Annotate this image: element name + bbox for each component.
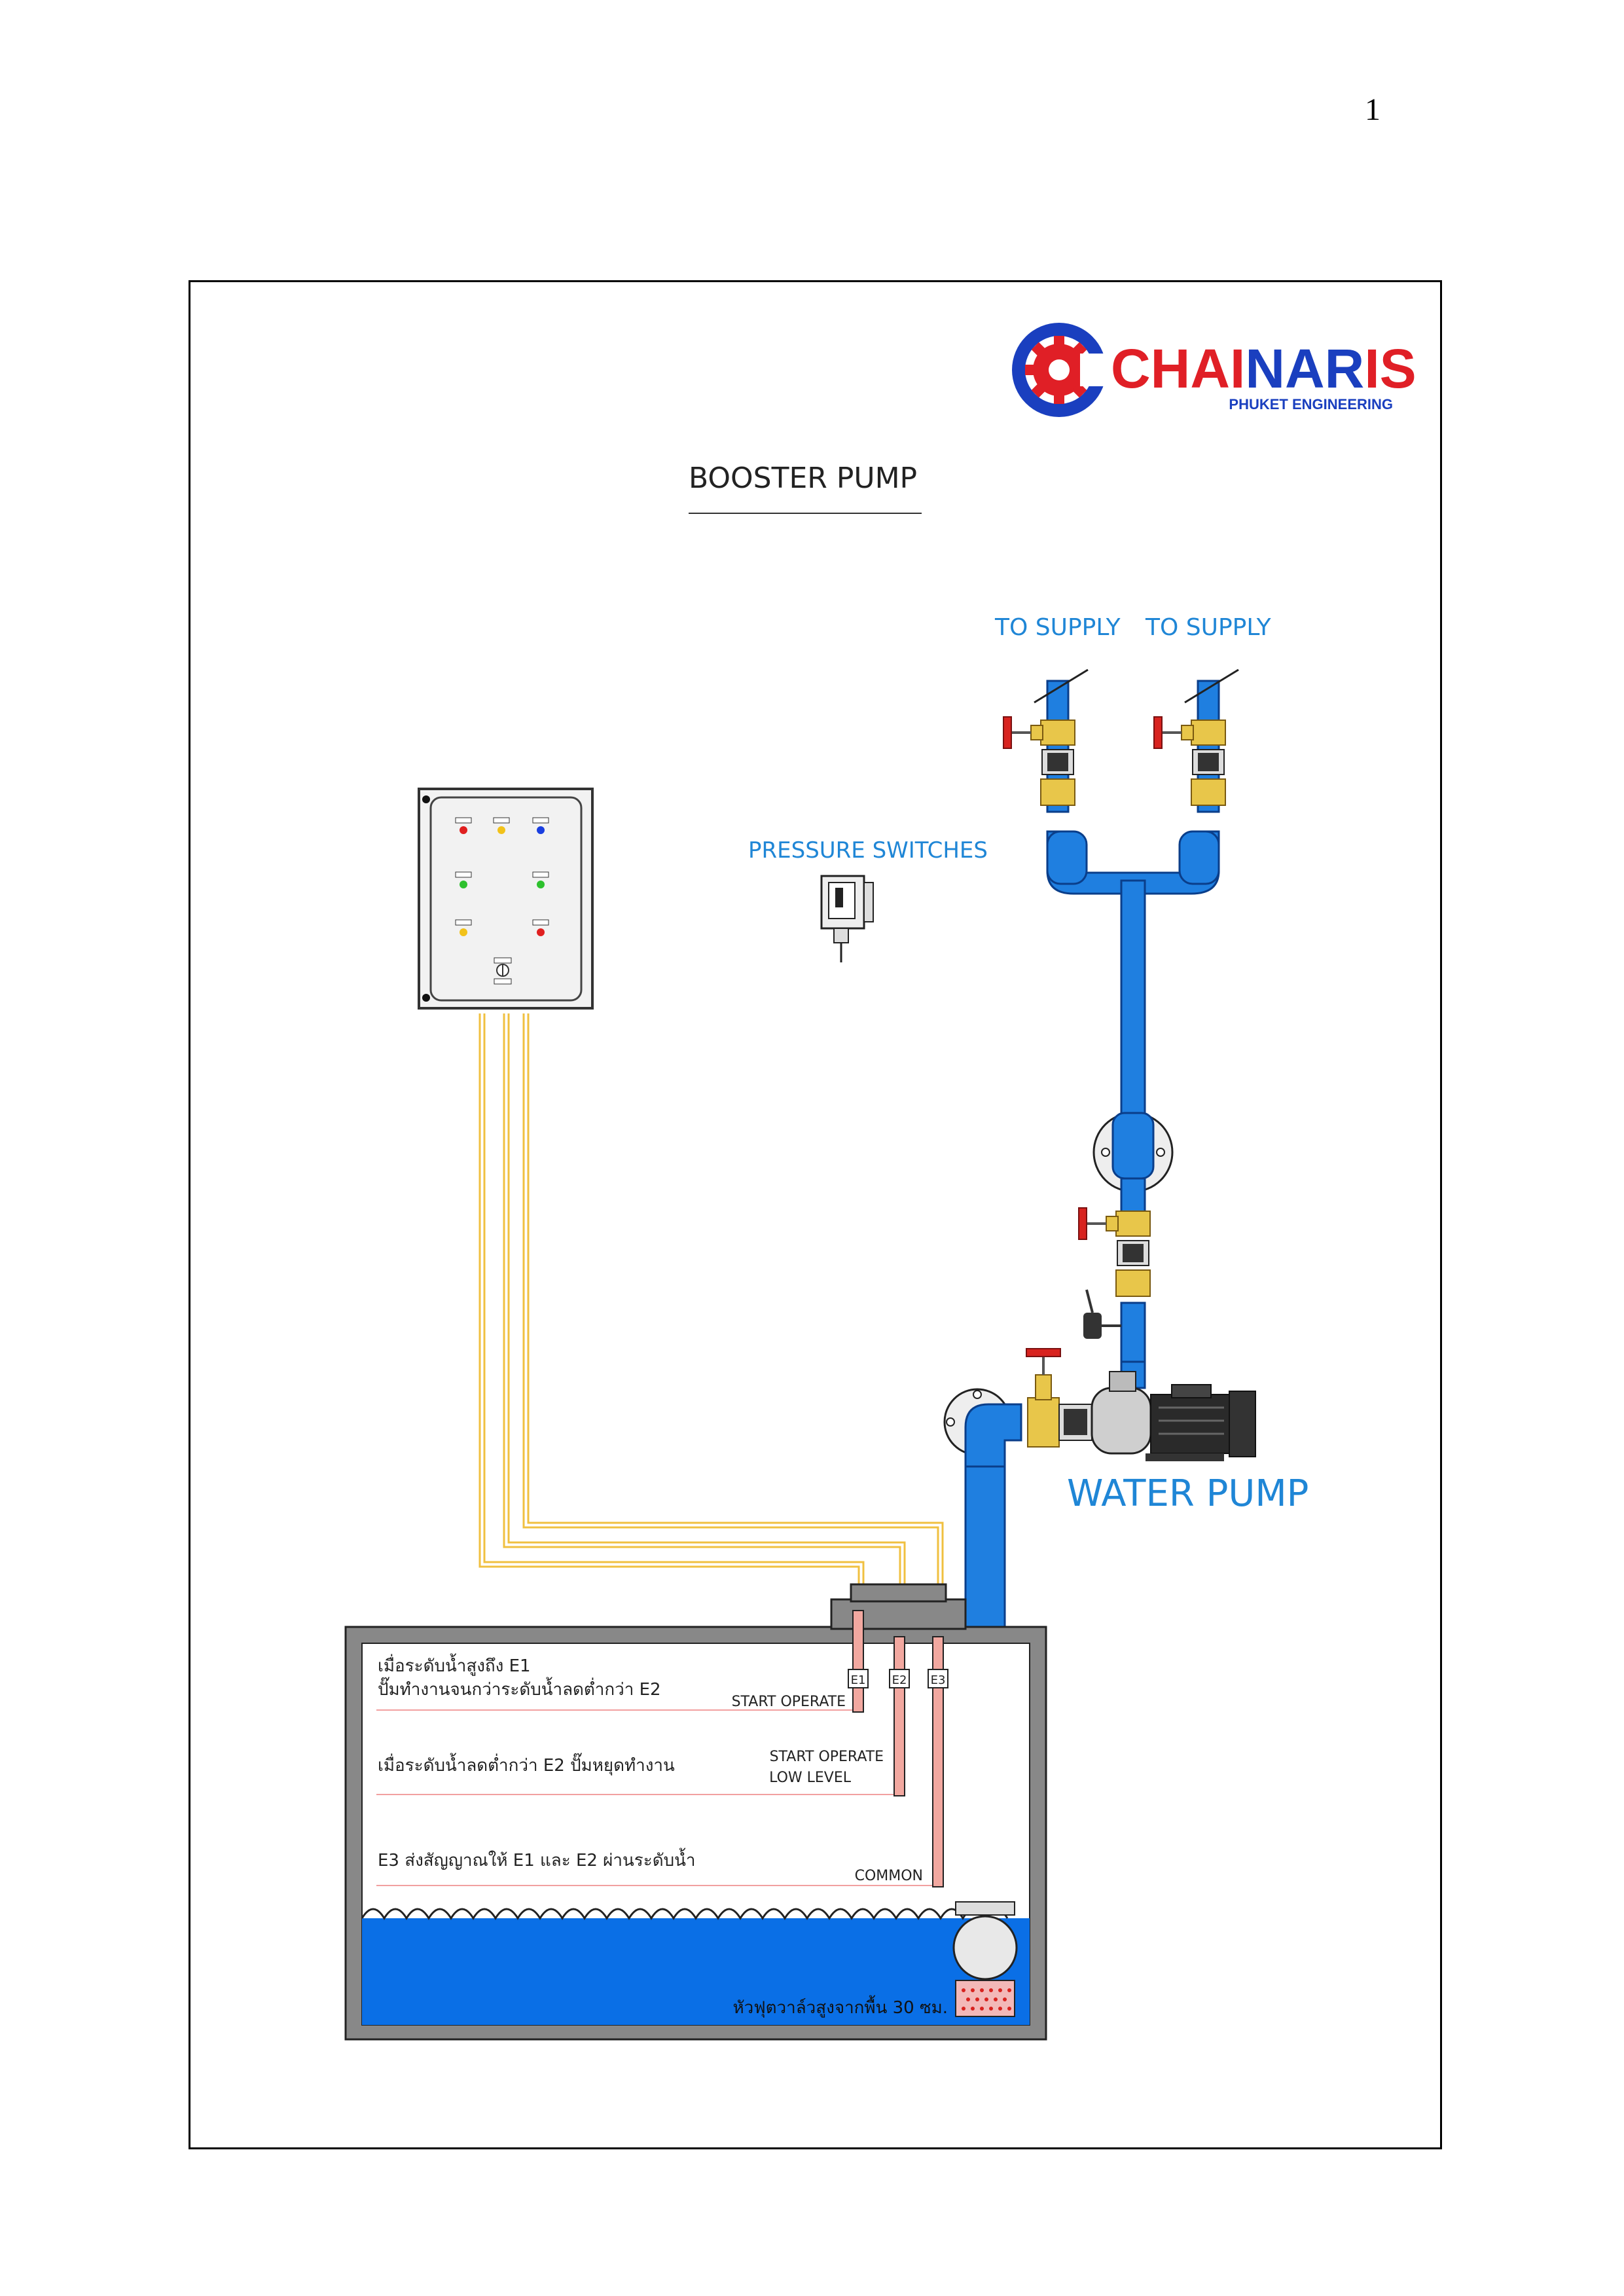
svg-text:E3: E3 (931, 1673, 946, 1687)
control-wires (478, 1013, 944, 1637)
level-label-e3: COMMON (855, 1868, 923, 1884)
check-valve-icon (1083, 1289, 1121, 1339)
pressure-switches-label: PRESSURE SWITCHES (748, 837, 988, 864)
page-title: BOOSTER PUMP (689, 462, 917, 495)
tank-note-3: E3 ส่งสัญญาณให้ E1 และ E2 ผ่านระดับน้ำ (378, 1848, 695, 1870)
drawing-frame (189, 280, 1442, 2149)
level-label-e2a: START OPERATE (770, 1749, 884, 1765)
to-supply-label-left: TO SUPPLY (994, 614, 1121, 641)
svg-text:E1: E1 (851, 1673, 866, 1687)
electrode-e1: E1 (848, 1610, 869, 1713)
logo-subtitle: PHUKET ENGINEERING (1229, 396, 1393, 412)
tank-note-1b: ปั๊มทำงานจนกว่าระดับน้ำลดต่ำกว่า E2 (378, 1677, 661, 1700)
level-label-e1: START OPERATE (732, 1694, 846, 1710)
panel-lamps (455, 817, 549, 936)
pipe-break-left (1034, 668, 1089, 704)
company-logo: CHAINARIS PHUKET ENGINEERING (1012, 323, 1416, 417)
water-surface (361, 1908, 1009, 1920)
gate-valve-middle (1078, 1207, 1151, 1297)
pressure-switch-icon (820, 875, 874, 962)
gate-valve-left (1003, 716, 1075, 806)
pipe-break-right (1184, 668, 1239, 704)
to-supply-label-right: TO SUPPLY (1145, 614, 1272, 641)
water-tank: E1 E2 E3 เมื่อระดับน้ำสูงถึง E1 ปั๊มทำงา… (344, 1583, 1047, 2041)
electrode-e3: E3 (928, 1636, 948, 1887)
water-pump-icon (1091, 1371, 1256, 1461)
water-pump-label: WATER PUMP (1067, 1472, 1308, 1515)
gate-valve-right (1153, 716, 1226, 806)
svg-text:E2: E2 (892, 1673, 907, 1687)
foot-valve-icon (952, 1901, 1018, 2017)
manhole-cover (830, 1598, 967, 1630)
level-label-e2b: LOW LEVEL (769, 1770, 852, 1786)
page-number: 1 (1365, 92, 1380, 127)
control-panel (418, 788, 594, 1010)
selector-switch-icon (494, 957, 512, 985)
suction-gate-valve (1026, 1348, 1092, 1448)
logo-name: CHAINARIS (1111, 338, 1416, 399)
tank-note-2: เมื่อระดับน้ำลดต่ำกว่า E2 ปั๊มหยุดทำงาน (378, 1753, 675, 1776)
tank-water (362, 1918, 1030, 2025)
gear-icon (1012, 323, 1113, 417)
tank-note-1a: เมื่อระดับน้ำสูงถึง E1 (378, 1653, 531, 1676)
electrode-e2: E2 (889, 1636, 910, 1796)
foot-valve-label: หัวฟุตวาล์วสูงจากพื้น 30 ซม. (733, 1995, 948, 2018)
